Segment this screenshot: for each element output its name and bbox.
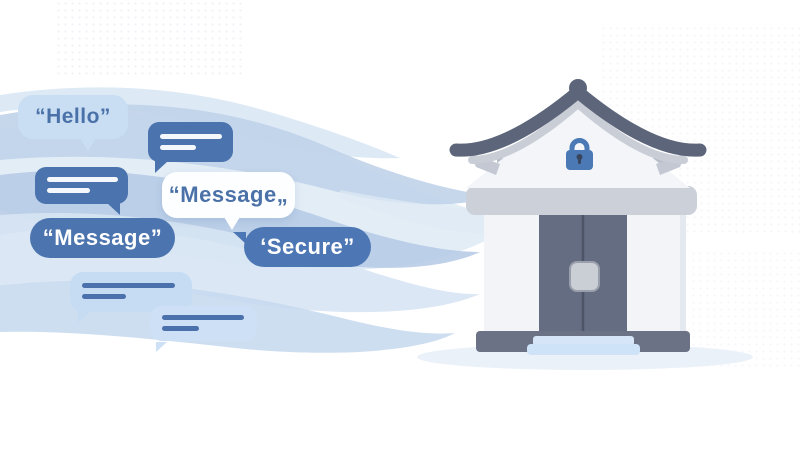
bubble-tail bbox=[107, 203, 120, 215]
bubble-message-white-text: “Message„ bbox=[168, 182, 289, 207]
secure-vault-building bbox=[417, 79, 753, 370]
step-lower bbox=[527, 344, 640, 355]
bubble-message-blue: “Message” bbox=[30, 218, 175, 258]
text-line-placeholder bbox=[82, 283, 175, 288]
text-line-placeholder bbox=[162, 326, 199, 331]
beam-lintel bbox=[466, 186, 697, 215]
bubble-tail bbox=[224, 217, 240, 230]
bubble-secure: ‘Secure” bbox=[233, 227, 371, 267]
bubble-chat-placeholder-2 bbox=[35, 167, 128, 215]
text-lines bbox=[162, 306, 269, 341]
step-upper bbox=[533, 336, 634, 346]
bubble-chat-placeholder-1 bbox=[148, 122, 233, 173]
bubble-message-white: “Message„ bbox=[162, 172, 295, 230]
text-line-placeholder bbox=[47, 188, 90, 193]
text-lines bbox=[160, 122, 245, 162]
text-line-placeholder bbox=[160, 145, 196, 150]
bubble-tail bbox=[155, 161, 168, 173]
bubble-chat-placeholder-3 bbox=[70, 272, 192, 323]
text-line-placeholder bbox=[82, 294, 126, 299]
lock-icon bbox=[566, 138, 593, 170]
text-lines bbox=[82, 272, 204, 312]
text-line-placeholder bbox=[160, 134, 222, 139]
bubble-hello: “Hello” bbox=[18, 95, 128, 151]
roof-trim bbox=[468, 98, 688, 164]
bubble-message-blue-text: “Message” bbox=[42, 225, 163, 250]
text-lines bbox=[47, 167, 140, 204]
bubble-tail bbox=[233, 232, 246, 244]
bubble-secure-text: ‘Secure” bbox=[260, 234, 355, 259]
bubble-tail bbox=[78, 311, 91, 323]
roof-finial bbox=[569, 79, 587, 97]
wall-shade bbox=[680, 215, 686, 333]
door-handle bbox=[569, 261, 600, 292]
text-line-placeholder bbox=[47, 177, 118, 182]
bubble-hello-text: “Hello” bbox=[35, 105, 111, 128]
bubble-chat-placeholder-4 bbox=[150, 306, 257, 352]
bubble-tail bbox=[80, 138, 96, 151]
text-line-placeholder bbox=[162, 315, 244, 320]
bubble-tail bbox=[156, 342, 167, 352]
